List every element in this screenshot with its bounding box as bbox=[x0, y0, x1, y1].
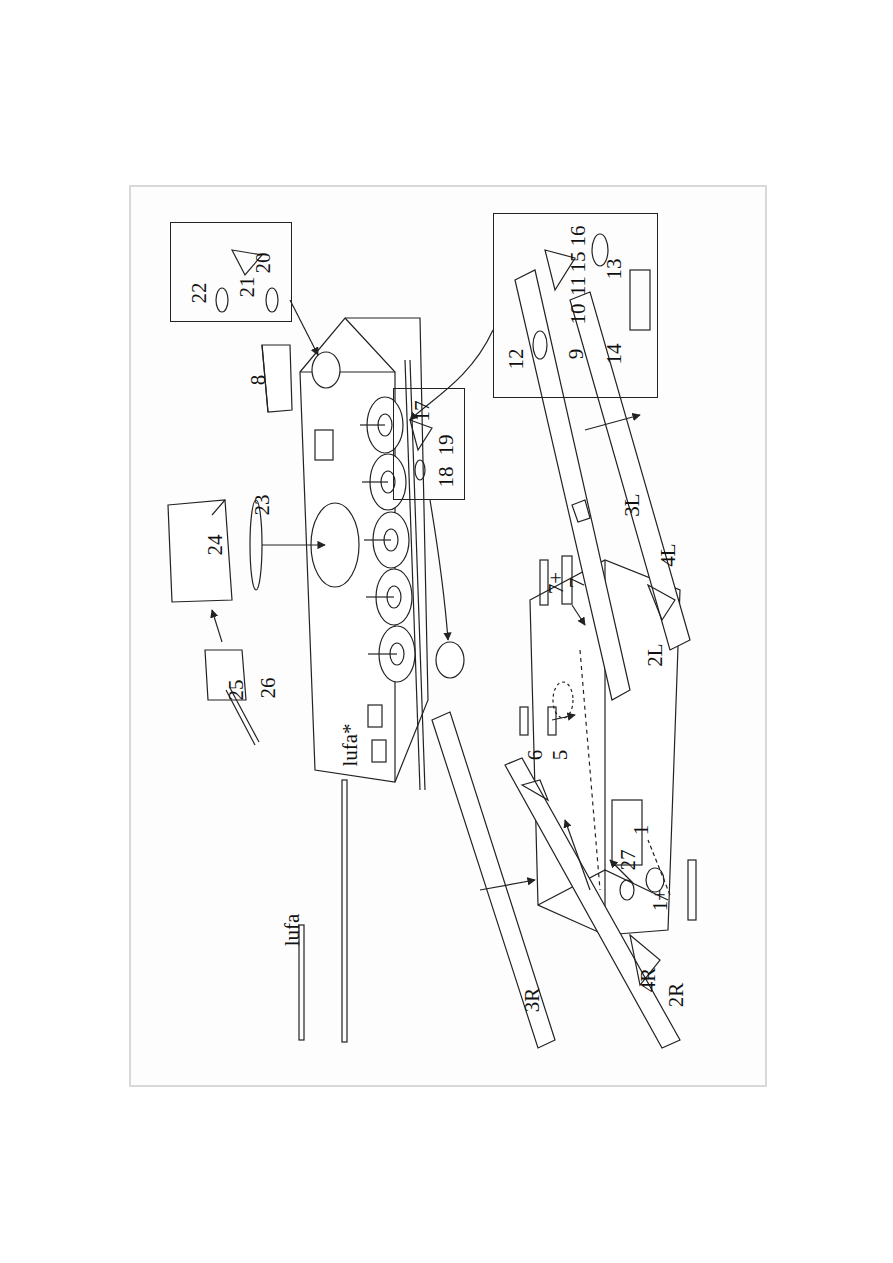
callout-number: 3R bbox=[522, 988, 543, 1013]
callout-number: 13 bbox=[604, 259, 625, 280]
callout-number: 11 bbox=[568, 276, 589, 296]
callout-number: 2R bbox=[666, 983, 687, 1008]
callout-number: 4L bbox=[658, 543, 679, 566]
inset-box: 22 21 20 bbox=[170, 222, 292, 322]
callout-number: 17 bbox=[412, 401, 433, 422]
callout-number: 4R bbox=[638, 968, 659, 993]
callout-number: 7+ bbox=[546, 572, 567, 594]
callout-number: 23 bbox=[252, 495, 273, 516]
callout-number: 20 bbox=[253, 253, 274, 274]
inset-box: 12 9 10 11 15 16 14 13 bbox=[493, 213, 658, 398]
callout-number: 10 bbox=[568, 304, 589, 325]
callout-number: 26 bbox=[258, 678, 279, 699]
callout-number: 3L bbox=[622, 493, 643, 516]
callout-number: 18 bbox=[436, 467, 457, 488]
part-name: lufa* bbox=[340, 723, 361, 766]
callout-number: 19 bbox=[436, 435, 457, 456]
callout-number: 22 bbox=[189, 283, 210, 304]
inset-box: 17 18 19 bbox=[393, 388, 465, 500]
callout-number: 21 bbox=[237, 277, 258, 298]
callout-number: 1+ bbox=[650, 889, 671, 911]
callout-number: 8 bbox=[248, 375, 269, 386]
callout-number: 5 bbox=[550, 750, 571, 761]
callout-number: 1 bbox=[631, 825, 652, 836]
callout-number: 27 bbox=[618, 850, 639, 871]
callout-number: 9 bbox=[566, 349, 587, 360]
callout-number: 2L bbox=[645, 643, 666, 666]
callout-number: 25 bbox=[226, 680, 247, 701]
callout-number: 14 bbox=[604, 344, 625, 365]
callout-number: 7 bbox=[567, 578, 588, 589]
callout-number: 16 bbox=[568, 226, 589, 247]
callout-number: 12 bbox=[506, 349, 527, 370]
callout-number: 15 bbox=[568, 252, 589, 273]
part-name: lufa bbox=[282, 914, 303, 947]
callout-number: 24 bbox=[205, 535, 226, 556]
callout-number: 6 bbox=[525, 750, 546, 761]
